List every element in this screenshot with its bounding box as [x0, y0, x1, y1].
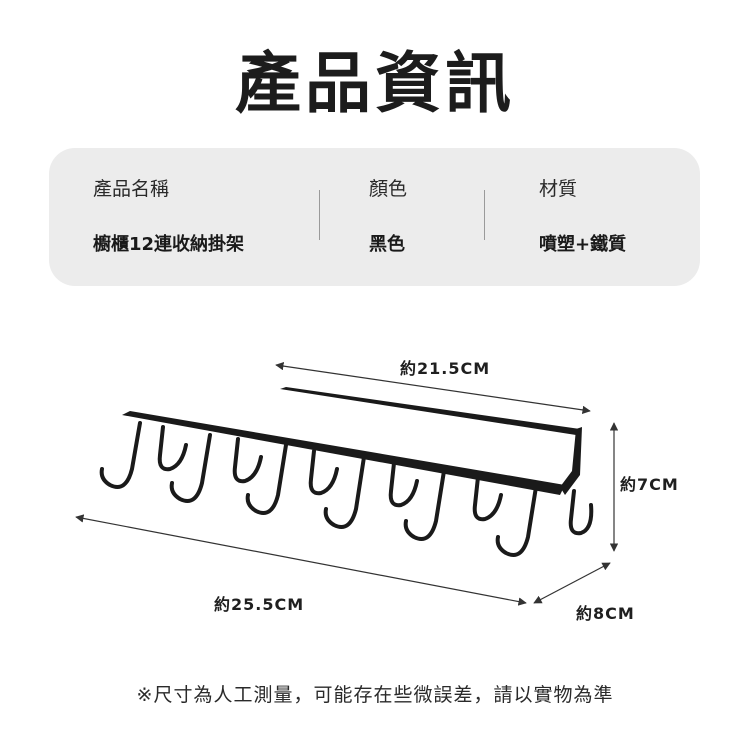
hook: [495, 485, 538, 557]
dim-label-top-length: 約21.5CM: [400, 359, 491, 378]
rack-hooks: [99, 421, 594, 557]
spec-label-name: 產品名稱: [93, 178, 170, 200]
disclaimer-footnote: ※尺寸為人工測量，可能存在些微誤差，請以實物為準: [136, 684, 614, 706]
hook: [157, 425, 188, 472]
hook: [232, 437, 263, 484]
dim-label-depth: 約8CM: [576, 604, 635, 623]
product-illustration: [75, 361, 619, 606]
page-title: 產品資訊: [235, 45, 515, 122]
dim-label-height: 約7CM: [620, 475, 679, 494]
rack-bottom-rail: [122, 411, 565, 495]
hook: [323, 455, 366, 529]
dim-arrow-top-length: [275, 361, 591, 415]
rack-side-plate: [560, 427, 582, 495]
spec-value-color: 黑色: [369, 234, 405, 255]
spec-panel: 產品名稱 櫥櫃12連收納掛架 顏色 黑色 材質 噴塑+鐵質: [49, 148, 700, 286]
dim-arrow-depth: [533, 562, 611, 604]
spec-label-material: 材質: [539, 178, 578, 200]
hook: [388, 461, 419, 508]
hook: [403, 469, 446, 541]
hook: [568, 489, 594, 536]
hook: [245, 443, 288, 515]
hook: [99, 421, 142, 489]
spec-divider: [484, 190, 485, 240]
spec-label-color: 顏色: [369, 178, 408, 200]
rack-top-rail: [280, 387, 580, 435]
spec-value-material: 噴塑+鐵質: [539, 234, 627, 255]
dim-label-bottom-length: 約25.5CM: [214, 595, 305, 614]
dim-arrow-bottom-length: [75, 514, 527, 606]
product-figure: 約21.5CM 約7CM 約25.5CM 約8CM: [60, 345, 700, 635]
spec-value-name: 櫥櫃12連收納掛架: [93, 234, 245, 255]
hook: [308, 449, 339, 496]
spec-divider: [319, 190, 320, 240]
hook: [169, 433, 212, 503]
